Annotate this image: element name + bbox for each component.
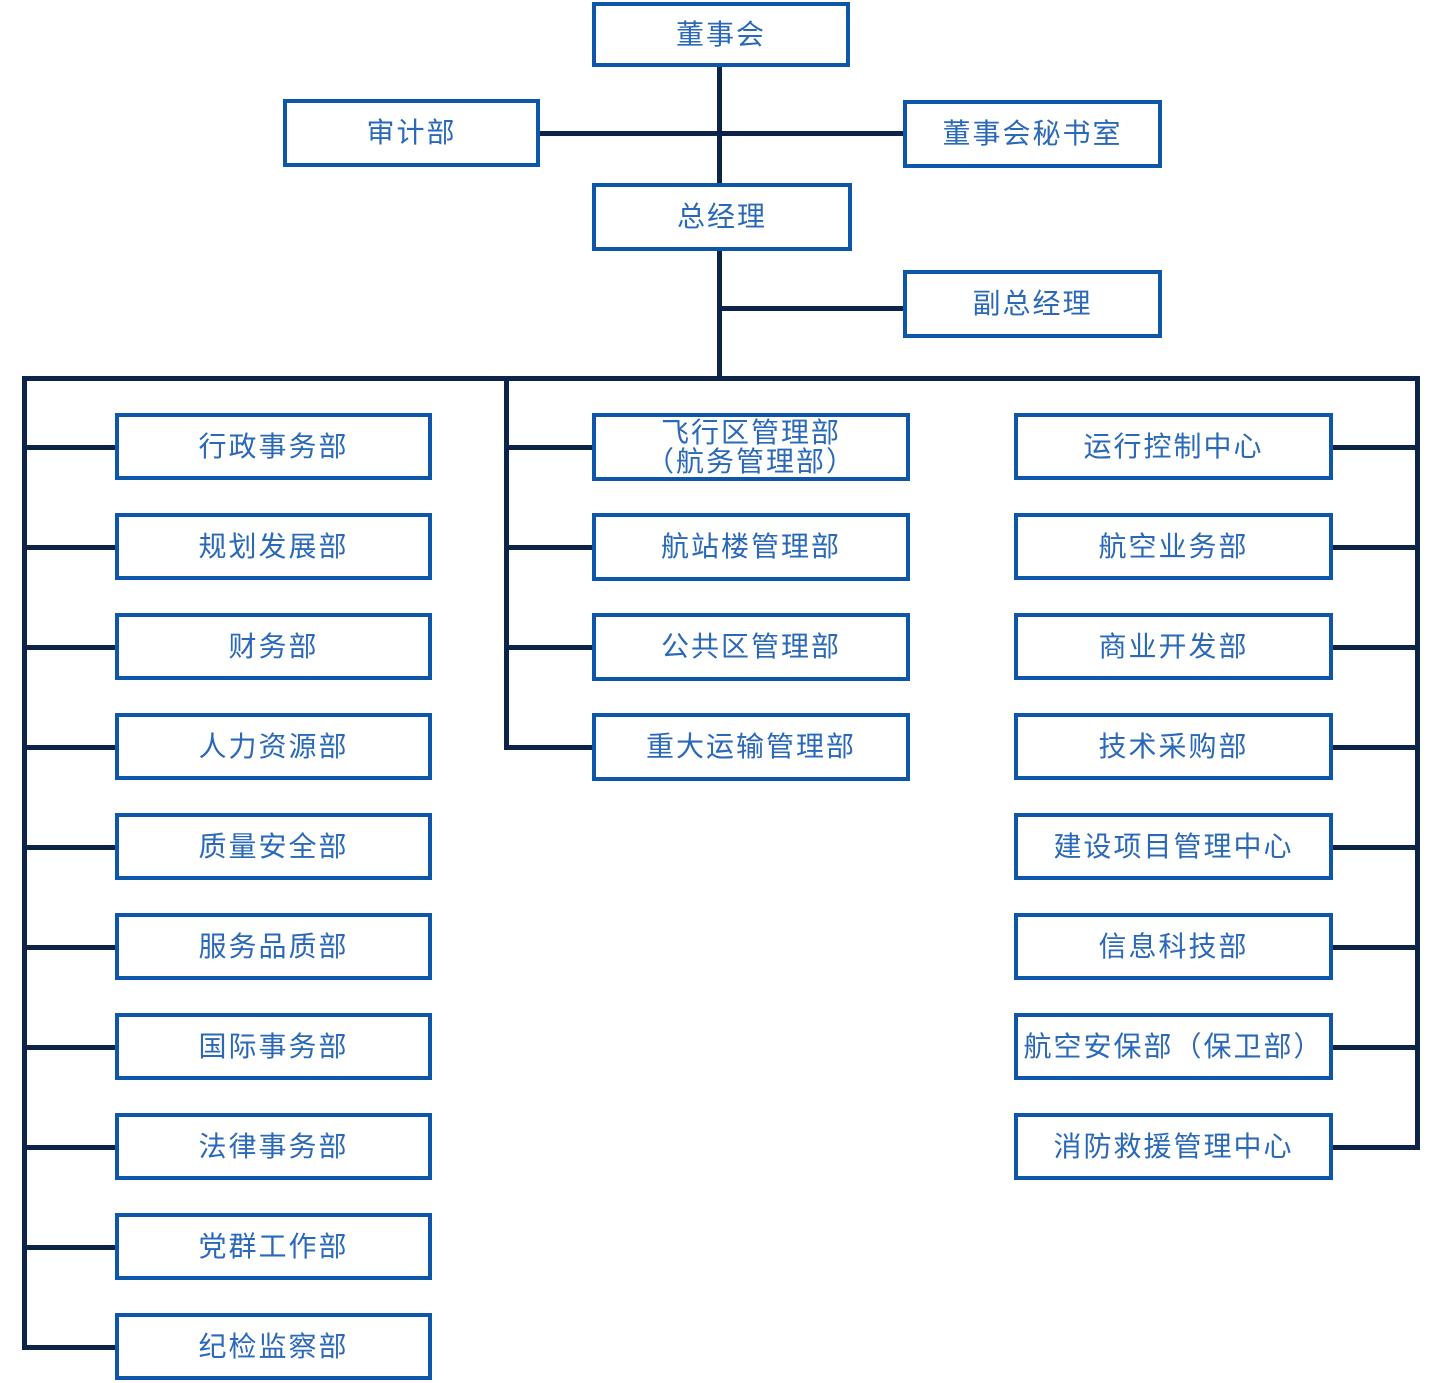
org-node-label: 纪检监察部 [198, 1330, 349, 1362]
org-node-right-7: 消防救援管理中心 [1014, 1113, 1333, 1180]
org-node-label: 副总经理 [972, 288, 1093, 320]
org-node-label: 消防救援管理中心 [1053, 1130, 1294, 1162]
org-node-label: 运行控制中心 [1083, 430, 1264, 462]
org-node-deputy-general-manager: 副总经理 [903, 270, 1162, 338]
org-node-label: 规划发展部 [198, 530, 349, 562]
connector-stub-right [1333, 545, 1420, 550]
org-node-label: 董事会秘书室 [942, 118, 1123, 150]
org-node-middle-3: 重大运输管理部 [592, 713, 910, 781]
org-node-label: 财务部 [228, 630, 319, 662]
connector-stub-left [24, 1345, 115, 1350]
org-node-middle-1: 航站楼管理部 [592, 513, 910, 581]
org-node-audit: 审计部 [283, 99, 540, 167]
org-node-label: 行政事务部 [198, 430, 349, 462]
connector-stub-right [1333, 645, 1420, 650]
connector-stub-left [24, 645, 115, 650]
connector-audit-secretariat [540, 131, 903, 136]
org-node-left-4: 质量安全部 [115, 813, 432, 880]
org-node-label: 商业开发部 [1098, 630, 1249, 662]
connector-stub-left [24, 545, 115, 550]
connector-left-spine [22, 376, 27, 1350]
connector-stub-middle [506, 645, 592, 650]
org-node-left-5: 服务品质部 [115, 913, 432, 980]
org-node-label: 法律事务部 [198, 1130, 349, 1162]
org-node-label: 重大运输管理部 [645, 731, 856, 763]
org-node-label: 建设项目管理中心 [1053, 830, 1294, 862]
org-node-board: 董事会 [592, 2, 850, 67]
org-node-right-3: 技术采购部 [1014, 713, 1333, 780]
connector-stub-right [1333, 845, 1420, 850]
connector-middle-spine [504, 376, 509, 750]
connector-stub-left [24, 945, 115, 950]
org-node-right-0: 运行控制中心 [1014, 413, 1333, 480]
connector-main-bus [22, 376, 1420, 381]
org-node-label: 航空安保部（保卫部） [1023, 1030, 1324, 1062]
org-node-secretariat: 董事会秘书室 [903, 100, 1162, 168]
connector-stub-middle [506, 745, 592, 750]
org-node-left-9: 纪检监察部 [115, 1313, 432, 1380]
org-node-label: 信息科技部 [1098, 930, 1249, 962]
org-node-right-1: 航空业务部 [1014, 513, 1333, 580]
org-node-left-2: 财务部 [115, 613, 432, 680]
connector-stub-left [24, 845, 115, 850]
org-node-middle-2: 公共区管理部 [592, 613, 910, 681]
connector-stub-left [24, 1045, 115, 1050]
org-node-middle-0: 飞行区管理部 （航务管理部） [592, 413, 910, 481]
org-node-general-manager: 总经理 [592, 183, 852, 251]
connector-stub-left [24, 745, 115, 750]
org-node-label: 审计部 [366, 117, 457, 149]
org-node-right-2: 商业开发部 [1014, 613, 1333, 680]
org-node-left-6: 国际事务部 [115, 1013, 432, 1080]
connector-stub-middle [506, 445, 592, 450]
org-node-label: 航空业务部 [1098, 530, 1249, 562]
org-node-label: 国际事务部 [198, 1030, 349, 1062]
org-node-left-8: 党群工作部 [115, 1213, 432, 1280]
org-node-label: 党群工作部 [198, 1230, 349, 1262]
connector-stub-right [1333, 745, 1420, 750]
connector-stub-left [24, 1245, 115, 1250]
connector-stub-right [1333, 1145, 1420, 1150]
connector-stub-middle [506, 545, 592, 550]
org-node-label: 航站楼管理部 [660, 531, 841, 563]
org-node-label: 飞行区管理部 （航务管理部） [645, 416, 856, 477]
connector-stub-left [24, 1145, 115, 1150]
org-node-label: 质量安全部 [198, 830, 349, 862]
org-node-label: 人力资源部 [198, 730, 349, 762]
org-node-left-7: 法律事务部 [115, 1113, 432, 1180]
org-node-label: 技术采购部 [1098, 730, 1249, 762]
org-node-left-3: 人力资源部 [115, 713, 432, 780]
org-node-label: 服务品质部 [198, 930, 349, 962]
org-node-left-1: 规划发展部 [115, 513, 432, 580]
connector-gm-to-bus [717, 251, 722, 378]
connector-stub-left [24, 445, 115, 450]
org-node-left-0: 行政事务部 [115, 413, 432, 480]
org-node-right-6: 航空安保部（保卫部） [1014, 1013, 1333, 1080]
org-node-label: 董事会 [675, 18, 766, 50]
connector-stub-right [1333, 1045, 1420, 1050]
org-node-label: 公共区管理部 [660, 631, 841, 663]
org-node-right-5: 信息科技部 [1014, 913, 1333, 980]
org-node-right-4: 建设项目管理中心 [1014, 813, 1333, 880]
org-node-label: 总经理 [676, 201, 767, 233]
connector-board-to-gm [717, 67, 722, 183]
connector-stub-right [1333, 445, 1420, 450]
connector-right-spine [1415, 376, 1420, 1150]
connector-to-deputy-gm [717, 306, 903, 311]
connector-stub-right [1333, 945, 1420, 950]
